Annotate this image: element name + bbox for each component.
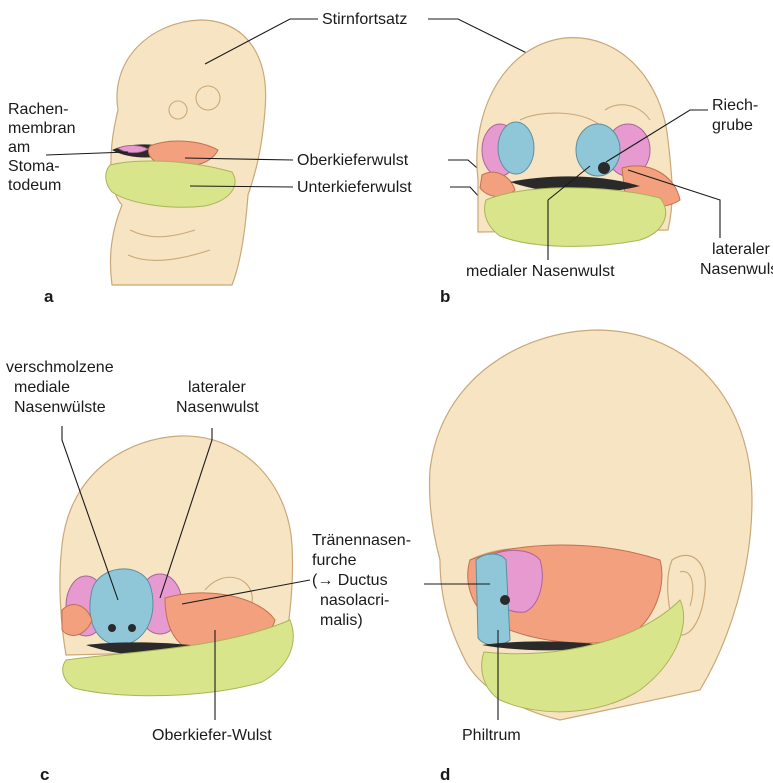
- panel-d: Tränennasen- furche (→ Ductus nasolacri-…: [312, 330, 752, 783]
- label-medialer-nasenwulst: medialer Nasenwulst: [466, 263, 615, 280]
- panel-letter-d: d: [440, 765, 450, 783]
- label-rachenmembran: Rachen- membran am Stoma- todeum: [8, 101, 80, 194]
- panel-letter-a: a: [44, 287, 54, 306]
- panel-b-riechgrube-pit: [598, 162, 610, 174]
- label-philtrum: Philtrum: [462, 727, 521, 744]
- panel-b: Riech- grube medialer Nasenwulst lateral…: [440, 38, 773, 306]
- panel-d-nostril: [500, 595, 510, 605]
- panel-letter-c: c: [40, 765, 49, 783]
- label-lateraler-nasenwulst-c: lateraler Nasenwulst: [176, 379, 259, 416]
- panel-c-nostril-left: [108, 624, 116, 632]
- panel-b-unterkiefer: [485, 188, 666, 247]
- label-oberkiefer-wulst: Oberkiefer-Wulst: [152, 727, 272, 744]
- panel-c: verschmolzene mediale Nasenwülste latera…: [6, 359, 310, 783]
- label-verschmolzene: verschmolzene mediale Nasenwülste: [6, 359, 118, 416]
- label-oberkieferwulst: Oberkieferwulst: [297, 152, 409, 169]
- label-stirnfortsatz: Stirnfortsatz: [322, 11, 407, 28]
- panel-c-nostril-right: [128, 624, 136, 632]
- panel-b-medial-right: [576, 124, 620, 176]
- panel-letter-b: b: [440, 287, 450, 306]
- panel-c-fused-medial: [90, 569, 153, 645]
- label-unterkieferwulst: Unterkieferwulst: [297, 179, 412, 196]
- panel-b-medial-left: [498, 122, 534, 174]
- panel-a: Stirnfortsatz Rachen- membran am Stoma- …: [8, 11, 545, 306]
- label-lateraler-nasenwulst-b: lateraler Nasenwulst: [700, 241, 773, 278]
- label-traenennasenfurche: Tränennasen- furche (→ Ductus nasolacri-…: [312, 532, 415, 629]
- label-riechgrube: Riech- grube: [712, 97, 763, 134]
